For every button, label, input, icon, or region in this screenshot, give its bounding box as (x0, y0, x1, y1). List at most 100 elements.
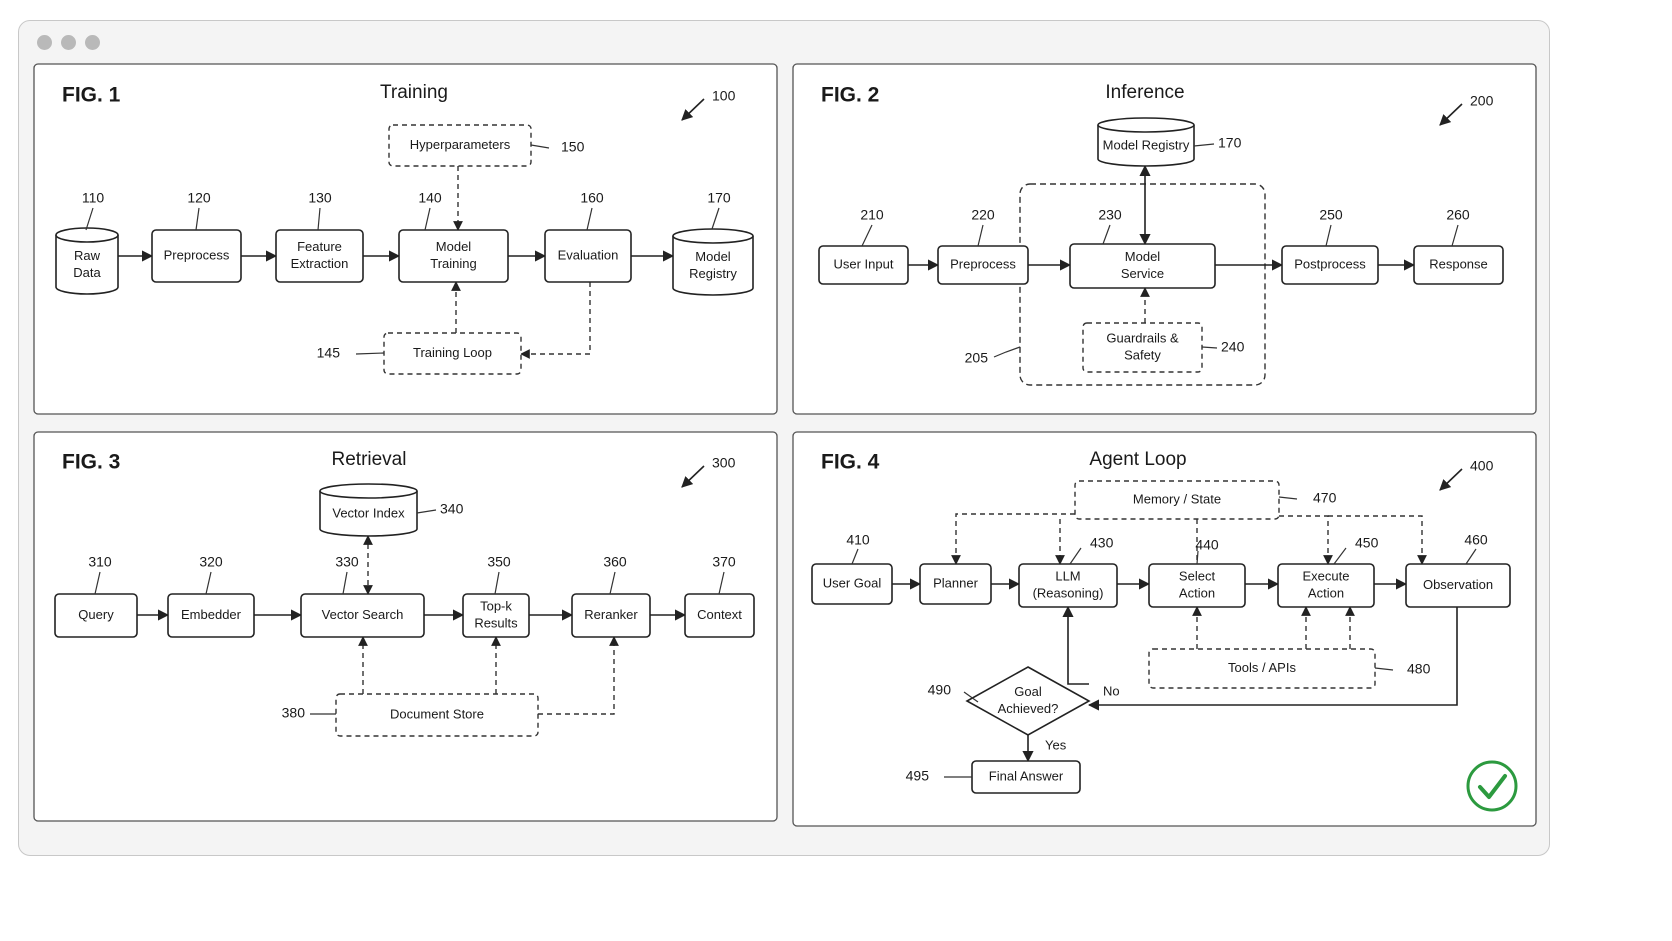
user-input-label: User Input (834, 256, 894, 271)
response-ref-number: 260 (1446, 207, 1470, 223)
fig2-postprocess-node: Postprocess 250 (1281, 207, 1379, 285)
preprocess-ref-number: 220 (971, 207, 995, 223)
hyperparameters-label: Hyperparameters (410, 137, 511, 152)
reranker-ref-leader (609, 571, 616, 595)
vector-index-ref-leader (416, 509, 437, 514)
user-input-ref-leader (861, 224, 873, 247)
fig3-context-node: Context 370 (684, 554, 755, 638)
figure-ref-arrow (681, 465, 705, 488)
figure-title: Retrieval (332, 449, 407, 470)
fig4-planner-node: Planner (919, 563, 992, 605)
fig2-frame (792, 63, 1537, 415)
check-circle-icon (1466, 760, 1518, 812)
window-maximize-dot[interactable] (85, 35, 100, 50)
postprocess-shape (1281, 245, 1379, 285)
window-minimize-dot[interactable] (61, 35, 76, 50)
training-loop-ref-number: 145 (317, 345, 341, 361)
window-close-dot[interactable] (37, 35, 52, 50)
response-label: Response (1429, 256, 1488, 271)
figure-label: FIG. 1 (62, 84, 121, 107)
guardrails-ref-leader (1201, 346, 1218, 349)
fig4-tools-apis-node: Tools / APIs 480 (1148, 648, 1431, 689)
raw-data-label: Data (73, 265, 101, 280)
model-training-ref-leader (424, 207, 431, 231)
topk-results-shape (462, 593, 530, 638)
observation-shape (1405, 563, 1511, 608)
check-mark-stroke (1478, 774, 1507, 799)
tools-apis-label: Tools / APIs (1228, 660, 1296, 675)
reranker-shape (571, 593, 651, 638)
goal-achieved-ref-number: 490 (928, 682, 952, 698)
model-training-label: Model (436, 239, 472, 254)
vector-search-ref-number: 330 (335, 554, 359, 570)
llm-label: LLM (1055, 568, 1080, 583)
tools-apis-ref-number: 480 (1407, 661, 1431, 677)
guardrails-label: Safety (1124, 347, 1161, 362)
embedder-label: Embedder (181, 607, 242, 622)
preprocess-label: Preprocess (164, 247, 230, 262)
query-ref-leader (94, 571, 101, 595)
figure-label: FIG. 4 (821, 451, 880, 474)
document-store-ref-number: 380 (282, 705, 306, 721)
execute-action-shape (1277, 563, 1375, 608)
model-service-ref-number: 230 (1098, 207, 1122, 223)
figure-ref-number: 200 (1470, 93, 1494, 109)
execute-action-label: Execute (1303, 568, 1350, 583)
memory-state-ref-leader (1278, 496, 1298, 500)
raw-data-ref-leader (85, 207, 94, 231)
figure-label: FIG. 2 (821, 84, 879, 107)
goal-achieved-label: Goal (1014, 684, 1042, 699)
model-registry-ref-leader (711, 207, 720, 230)
model-registry-ref-leader (1193, 143, 1215, 147)
check-circle-ring (1466, 760, 1518, 812)
llm-shape (1018, 563, 1118, 608)
embedder-shape (167, 593, 255, 638)
hyperparameters-ref-leader (530, 144, 550, 149)
training-loop-ref-leader (355, 352, 385, 355)
feature-extraction-ref-number: 130 (308, 190, 332, 206)
fig2-response-node: Response 260 (1413, 207, 1504, 285)
guardrails-label: Guardrails & (1106, 330, 1179, 345)
figure-title: Inference (1105, 82, 1184, 103)
context-label: Context (697, 607, 742, 622)
context-ref-number: 370 (712, 554, 736, 570)
document-store-to-reranker-edge (538, 636, 619, 715)
memory-state-ref-number: 470 (1313, 490, 1337, 506)
reranker-ref-number: 360 (603, 554, 627, 570)
query-ref-number: 310 (88, 554, 112, 570)
topk-results-label: Results (474, 615, 518, 630)
figure-ref-number: 300 (712, 455, 736, 471)
fig4-llm-node: LLM(Reasoning)430 (1018, 535, 1118, 608)
tools-apis-shape (1148, 648, 1376, 689)
memory-state-shape (1074, 480, 1280, 520)
postprocess-label: Postprocess (1294, 256, 1366, 271)
response-ref-leader (1451, 224, 1459, 247)
observation-ref-leader (1465, 548, 1477, 565)
vector-search-label: Vector Search (322, 607, 404, 622)
model-registry-ref-number: 170 (707, 190, 731, 206)
user-goal-ref-number: 410 (846, 532, 870, 548)
final-answer-ref-number: 495 (906, 768, 930, 784)
observation-to-goal-achieved-edge (1087, 607, 1458, 711)
preprocess-ref-leader (977, 224, 984, 247)
goal-achieved-label: Achieved? (998, 701, 1059, 716)
fig3-vector-search-node: Vector Search 330 (300, 554, 425, 638)
response-shape (1413, 245, 1504, 285)
postprocess-ref-number: 250 (1319, 207, 1343, 223)
feature-extraction-label: Extraction (291, 256, 349, 271)
reranker-label: Reranker (584, 607, 638, 622)
model-training-ref-number: 140 (418, 190, 442, 206)
